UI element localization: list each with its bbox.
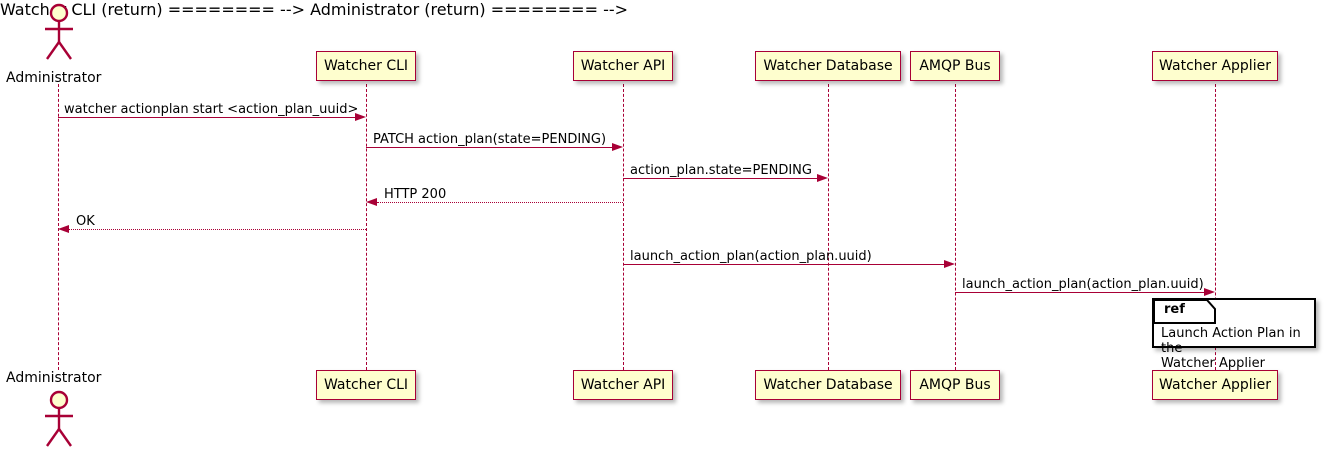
message-arrowhead-3 (817, 173, 828, 182)
lifeline-watcher-cli (366, 84, 367, 370)
lifeline-watcher-applier (1215, 84, 1216, 370)
participant-label-watcher-applier-bottom: Watcher Applier (1159, 377, 1271, 393)
participant-label-watcher-cli-top: Watcher CLI (323, 58, 409, 74)
message-line-2 (366, 147, 612, 148)
message-arrowhead-2 (612, 142, 623, 151)
participant-label-watcher-cli-bottom: Watcher CLI (323, 377, 409, 393)
participant-label-watcher-api-bottom: Watcher API (580, 377, 666, 393)
message-line-7 (955, 292, 1204, 293)
message-arrowhead-6 (944, 259, 955, 268)
ref-fragment[interactable]: ref Launch Action Plan in the Watcher Ap… (1152, 298, 1316, 371)
lifeline-amqp-bus (955, 84, 956, 370)
participant-label-amqp-bus-bottom: AMQP Bus (919, 377, 991, 393)
message-label-3: action_plan.state=PENDING (630, 163, 812, 178)
lifeline-watcher-api (623, 84, 624, 370)
ref-tab-label: ref (1164, 302, 1185, 317)
message-arrowhead-1 (355, 112, 366, 121)
participant-box-amqp-bus-bottom[interactable]: AMQP Bus (910, 370, 1000, 400)
message-label-5: OK (76, 214, 95, 229)
message-line-4 (377, 202, 623, 203)
message-arrowhead-5 (58, 224, 69, 233)
message-label-1: watcher actionplan start <action_plan_uu… (64, 102, 359, 117)
actor-label-administrator-bottom: Administrator (6, 370, 102, 386)
participant-box-watcher-cli-bottom[interactable]: Watcher CLI (316, 370, 416, 400)
message-arrowhead-4 (366, 197, 377, 206)
participant-box-watcher-api-top[interactable]: Watcher API (573, 51, 673, 81)
actor-administrator-bottom[interactable] (33, 389, 85, 455)
message-line-6 (623, 264, 944, 265)
participant-label-watcher-database-top: Watcher Database (763, 58, 893, 74)
message-label-6: launch_action_plan(action_plan.uuid) (630, 249, 872, 264)
actor-stick-figure-icon (45, 3, 73, 60)
message-arrowhead-7 (1204, 287, 1215, 296)
participant-label-amqp-bus-top: AMQP Bus (919, 58, 991, 74)
participant-box-amqp-bus-top[interactable]: AMQP Bus (910, 51, 1000, 81)
message-line-1 (58, 117, 358, 118)
message-label-2: PATCH action_plan(state=PENDING) (373, 132, 607, 147)
ref-body-text: Launch Action Plan in the Watcher Applie… (1161, 326, 1301, 371)
message-line-3 (623, 178, 817, 179)
actor-label-administrator-top: Administrator (6, 70, 102, 86)
message-label-4: HTTP 200 (384, 187, 447, 202)
message-line-5 (69, 229, 366, 230)
participant-box-watcher-cli-top[interactable]: Watcher CLI (316, 51, 416, 81)
participant-label-watcher-database-bottom: Watcher Database (763, 377, 893, 393)
actor-administrator-top[interactable] (33, 2, 85, 68)
participant-box-watcher-database-top[interactable]: Watcher Database (755, 51, 901, 81)
participant-box-watcher-database-bottom[interactable]: Watcher Database (755, 370, 901, 400)
participant-box-watcher-applier-bottom[interactable]: Watcher Applier (1152, 370, 1278, 400)
ref-tab-shape-icon (1154, 300, 1216, 324)
actor-stick-figure-icon (45, 390, 73, 447)
lifeline-watcher-database (828, 84, 829, 370)
participant-label-watcher-applier-top: Watcher Applier (1159, 58, 1271, 74)
message-label-7: launch_action_plan(action_plan.uuid) (962, 277, 1204, 292)
participant-box-watcher-applier-top[interactable]: Watcher Applier (1152, 51, 1278, 81)
participant-box-watcher-api-bottom[interactable]: Watcher API (573, 370, 673, 400)
participant-label-watcher-api-top: Watcher API (580, 58, 666, 74)
